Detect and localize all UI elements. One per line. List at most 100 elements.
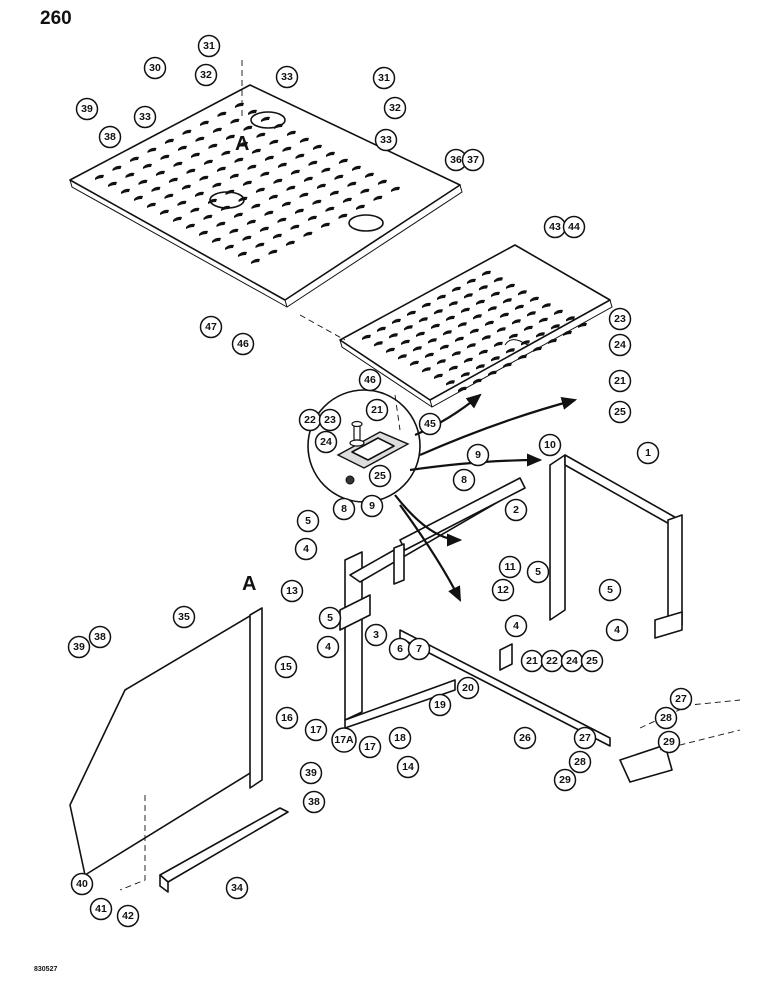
callout-21: 21 (365, 398, 389, 422)
callout-circle (605, 618, 629, 642)
callout-number: 41 (95, 903, 107, 915)
vent-slot (443, 330, 452, 336)
vent-slot (437, 359, 446, 365)
callout-circle (172, 605, 196, 629)
callout-number: 31 (378, 72, 390, 84)
vent-slot (177, 200, 187, 206)
callout-33: 33 (275, 65, 299, 89)
callout-5: 5 (296, 509, 320, 533)
callout-circle (67, 635, 91, 659)
vent-slot (467, 343, 476, 349)
callout-number: 37 (467, 154, 479, 166)
vent-slot (422, 302, 431, 308)
vent-slot (112, 165, 122, 171)
callout-number: 11 (504, 561, 515, 573)
vent-slot (401, 339, 410, 345)
callout-31: 31 (372, 66, 396, 90)
vent-slot (282, 146, 292, 152)
vent-slot (303, 231, 313, 237)
callout-circle (388, 726, 412, 750)
callout-circle (669, 687, 693, 711)
vent-slot (282, 201, 291, 207)
callout-number: 30 (149, 62, 161, 74)
callout-circle (133, 105, 157, 129)
vent-slot (230, 173, 239, 179)
vent-slot (476, 364, 485, 370)
callout-18: 18 (388, 726, 412, 750)
top-vented-panel (69, 84, 463, 308)
callout-number: 43 (549, 221, 561, 233)
callout-circle (143, 56, 167, 80)
vent-slot (518, 354, 527, 360)
callout-number: 31 (203, 40, 215, 52)
vent-slot (321, 222, 330, 228)
callout-number: 24 (614, 339, 626, 351)
vent-slot (195, 136, 205, 142)
side-panel (69, 607, 263, 891)
vent-slot (374, 341, 383, 347)
vent-slot (398, 354, 407, 360)
callout-35: 35 (172, 605, 196, 629)
vent-slot (213, 127, 222, 133)
vent-slot (274, 123, 283, 129)
callout-38: 38 (88, 625, 112, 649)
vent-slot (160, 209, 169, 215)
vent-slot (455, 336, 464, 342)
callout-number: 7 (416, 643, 422, 655)
vent-slot (434, 373, 443, 379)
callout-32: 32 (194, 63, 218, 87)
vent-slot (225, 244, 234, 250)
section-mark-a-side: A (242, 573, 256, 595)
callout-number: 38 (94, 631, 106, 643)
vent-slot (334, 174, 344, 180)
vent-slot (413, 346, 422, 352)
callout-circle (194, 63, 218, 87)
vent-slot (256, 132, 266, 138)
callout-circle (294, 537, 318, 561)
vent-slot (378, 179, 387, 185)
vent-slot (147, 147, 157, 153)
callout-circle (98, 125, 122, 149)
callout-circle (428, 693, 452, 717)
vent-slot (464, 357, 473, 363)
vent-slot (494, 277, 503, 283)
callout-5: 5 (318, 606, 342, 630)
callout-circle (608, 333, 632, 357)
vent-slot (524, 325, 533, 331)
callout-number: 19 (434, 699, 446, 711)
callout-9: 9 (360, 494, 384, 518)
vent-slot (268, 249, 278, 255)
callout-4: 4 (605, 618, 629, 642)
vent-slot (488, 306, 497, 312)
vent-slot (138, 179, 148, 185)
callout-21: 21 (608, 369, 632, 393)
callout-number: 5 (327, 612, 333, 624)
callout-circle (318, 408, 342, 432)
vent-slot (539, 317, 548, 323)
vent-slot (506, 283, 515, 289)
callout-number: 8 (341, 503, 347, 515)
callout-number: 38 (308, 796, 320, 808)
callout-number: 12 (497, 584, 509, 596)
vent-slot (386, 347, 395, 353)
callout-circle (231, 332, 255, 356)
callout-2: 2 (504, 498, 528, 522)
vent-slot (212, 182, 222, 188)
vent-slot (521, 340, 530, 346)
callout-8: 8 (452, 468, 476, 492)
callout-number: 29 (559, 774, 571, 786)
callout-circle (280, 579, 304, 603)
callout-number: 46 (364, 374, 376, 386)
callout-number: 9 (475, 449, 481, 461)
vent-slot (464, 293, 473, 299)
vent-slot (476, 299, 485, 305)
vent-slot (130, 156, 139, 162)
vent-slot (169, 177, 178, 183)
vent-slot (563, 330, 572, 336)
vent-slot (261, 116, 270, 122)
callout-number: 8 (461, 474, 467, 486)
vent-slot (339, 158, 348, 164)
callout-number: 35 (178, 611, 190, 623)
vent-slot (299, 192, 309, 198)
vent-slot (182, 184, 191, 190)
